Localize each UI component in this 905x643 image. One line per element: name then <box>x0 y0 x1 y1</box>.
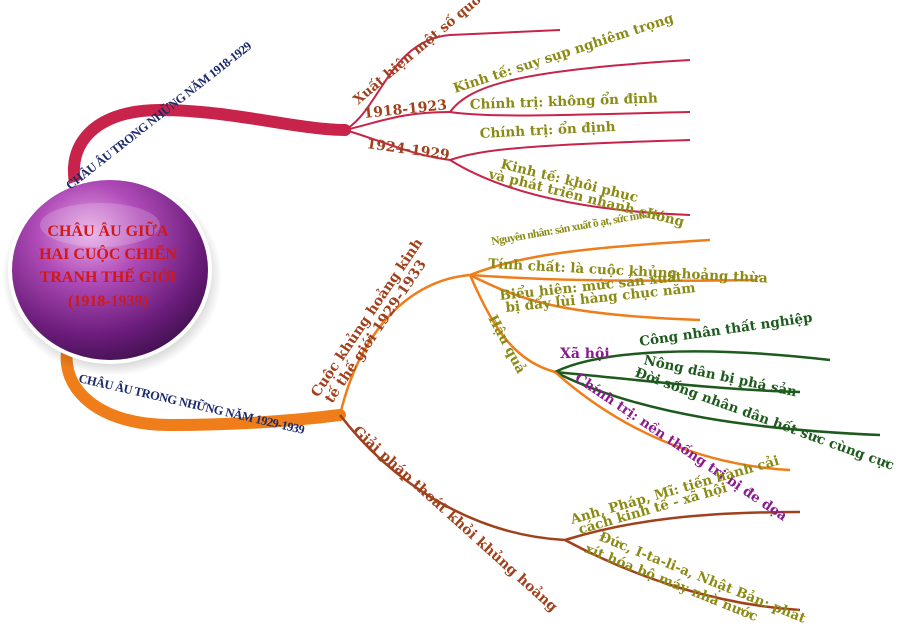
crisis-cause: Nguyên nhân: sản xuất ồ ạt, sức mua ít <box>490 206 659 248</box>
branch-1929-main-line <box>67 103 351 206</box>
branch-1939-main-line <box>60 334 346 432</box>
branch-2-texts: Cuộc khủng hoảng kinh tế thế giới 1929-1… <box>307 206 896 627</box>
period-1918-1923: 1918-1923 <box>363 97 448 122</box>
branch-1-lines <box>344 29 691 216</box>
p1-economy: Kinh tế: suy sụp nghiêm trọng <box>451 10 676 97</box>
p1-politics: Chính trị: không ổn định <box>470 90 659 113</box>
central-orb <box>8 176 212 364</box>
center-line-3: TRANH THẾ GIỚI <box>40 267 177 286</box>
branch-2-solution-lines <box>339 414 801 612</box>
new-states-label: Xuất hiện một số quốc gia mới <box>350 0 537 108</box>
solution-fascism-1: Đức, I-ta-li-a, Nhật Bản: phát <box>597 529 809 627</box>
branch-2-crisis-lines <box>338 238 881 472</box>
society-label: Xã hội <box>560 345 610 362</box>
center-line-1: CHÂU ÂU GIỮA <box>47 220 169 240</box>
p2-politics: Chính trị: ổn định <box>479 119 616 142</box>
society-unemployed: Công nhân thất nghiệp <box>638 310 813 350</box>
crisis-label-2: tế thế giới 1929-1933 <box>320 256 429 406</box>
center-line-2: HAI CUỘC CHIẾN <box>39 244 177 263</box>
orb-highlight <box>40 203 160 247</box>
consequence-label: Hậu quả <box>484 312 528 376</box>
center-line-4: (1918-1939) <box>68 293 148 310</box>
crisis-label-1: Cuộc khủng hoảng kinh <box>307 235 426 400</box>
solution-label: Giải pháp thoát khỏi khủng hoảng <box>349 422 561 615</box>
period-1924-1929: 1924-1929 <box>365 136 450 164</box>
central-title: CHÂU ÂU GIỮA HAI CUỘC CHIẾN TRANH THẾ GI… <box>39 220 177 310</box>
